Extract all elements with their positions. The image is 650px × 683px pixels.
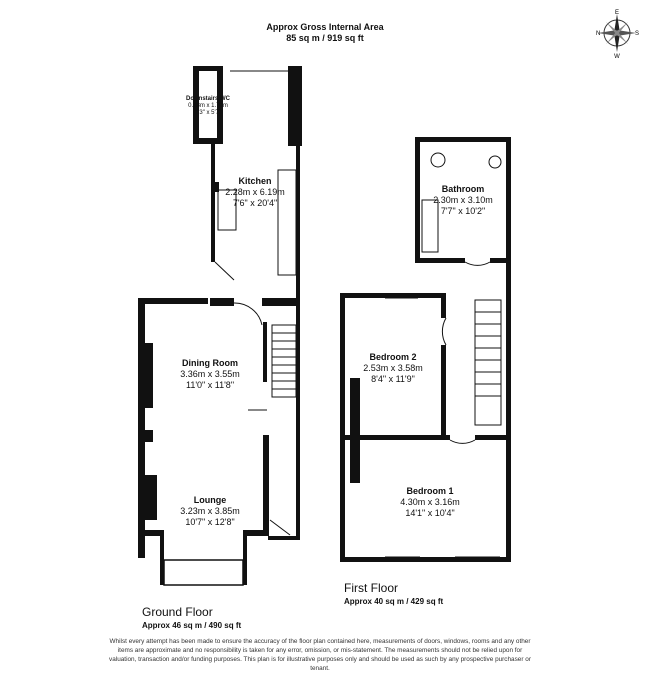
room-metric: 0.68m x 1.70m [188,103,228,109]
room-imperial: 14'1" x 10'4" [405,508,455,518]
room-name: Lounge [193,495,227,505]
room-metric: 4.30m x 3.16m [400,497,460,507]
ground-floor-caption: Ground Floor Approx 46 sq m / 490 sq ft [142,605,241,630]
room-dining-room: Dining Room 3.36m x 3.55m 11'0" x 11'8" [160,358,260,391]
compass-rose-icon: E N S W [592,8,642,58]
room-name: Bathroom [441,184,485,194]
gross-area-value: 85 sq m / 919 sq ft [286,33,364,43]
first-floor-title: First Floor [344,581,398,595]
room-imperial: 10'7" x 12'8" [185,517,235,527]
room-metric: 2.53m x 3.58m [363,363,423,373]
room-metric: 2.28m x 6.19m [225,187,285,197]
ground-floor-area: Approx 46 sq m / 490 sq ft [142,621,242,630]
svg-text:S: S [635,31,639,37]
room-name: Bedroom 2 [369,352,417,362]
room-bedroom-1: Bedroom 1 4.30m x 3.16m 14'1" x 10'4" [375,486,485,519]
room-bathroom: Bathroom 2.30m x 3.10m 7'7" x 10'2" [415,184,511,217]
room-downstairs-wc: Downstairs WC 0.68m x 1.70m 2'3" x 5'7" [185,96,231,117]
room-imperial: 2'3" x 5'7" [194,110,222,116]
ground-floor-walls [138,66,302,585]
room-metric: 3.23m x 3.85m [180,506,240,516]
first-floor-area: Approx 40 sq m / 429 sq ft [344,597,444,606]
room-lounge: Lounge 3.23m x 3.85m 10'7" x 12'8" [160,495,260,528]
room-name: Kitchen [238,176,272,186]
room-imperial: 11'0" x 11'8" [185,380,235,390]
room-name: Bedroom 1 [406,486,454,496]
first-floor-caption: First Floor Approx 40 sq m / 429 sq ft [344,581,443,606]
svg-text:W: W [614,54,620,58]
room-imperial: 7'7" x 10'2" [440,206,486,216]
disclaimer: Whilst every attempt has been made to en… [109,638,531,672]
room-name: Dining Room [182,358,238,368]
gross-area-header: Approx Gross Internal Area 85 sq m / 919… [200,22,450,44]
room-metric: 3.36m x 3.55m [180,369,240,379]
room-kitchen: Kitchen 2.28m x 6.19m 7'6" x 20'4" [210,176,300,209]
svg-text:N: N [596,31,600,37]
ground-floor-title: Ground Floor [142,605,213,619]
room-imperial: 8'4" x 11'9" [371,374,415,384]
room-imperial: 7'6" x 20'4" [232,198,278,208]
gross-area-title: Approx Gross Internal Area [266,22,384,32]
svg-text:E: E [615,10,619,16]
room-metric: 2.30m x 3.10m [433,195,493,205]
room-name: Downstairs WC [185,96,230,102]
room-bedroom-2: Bedroom 2 2.53m x 3.58m 8'4" x 11'9" [345,352,441,385]
